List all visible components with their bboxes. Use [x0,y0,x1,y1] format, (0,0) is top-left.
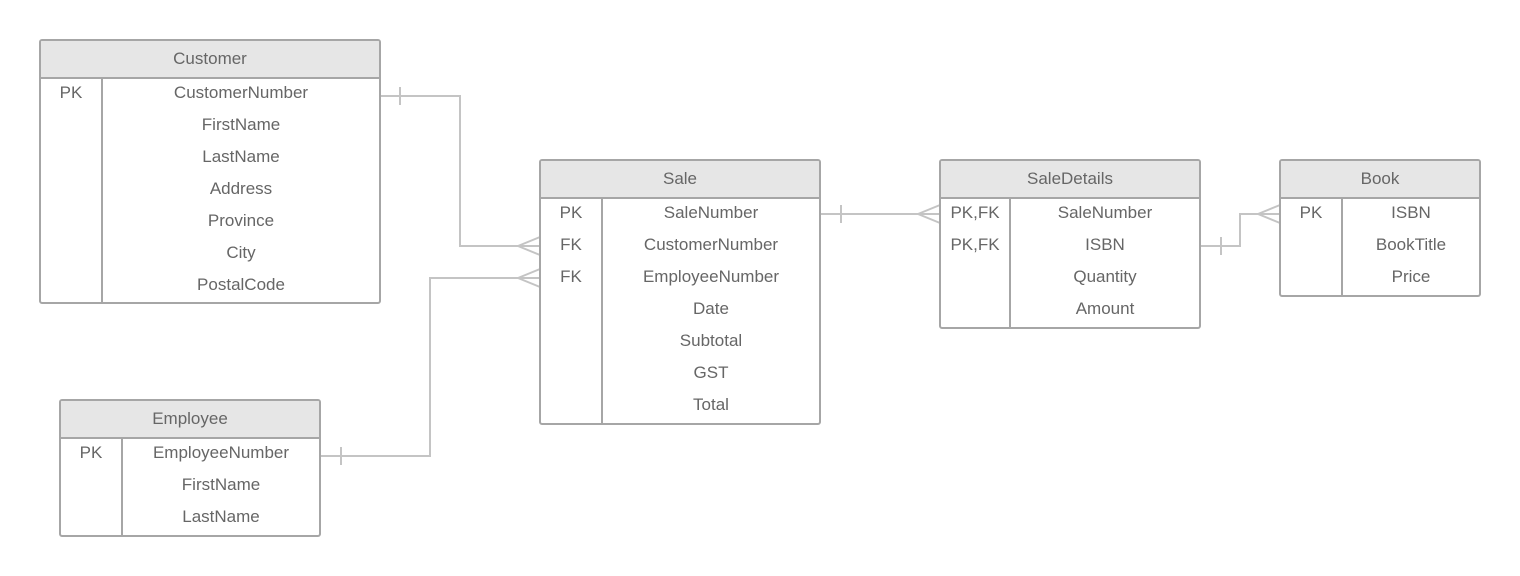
field-name[interactable]: BookTitle [1375,235,1447,254]
crow-foot-top [917,204,941,215]
field-name[interactable]: SaleNumber [663,203,759,222]
entity-title: Customer [41,41,379,79]
field-name[interactable]: LastName [202,147,280,166]
entity-title: SaleDetails [941,161,1199,199]
crow-foot-bottom [917,213,941,224]
field-name[interactable]: EmployeeNumber [642,267,780,286]
key-cell [41,111,101,143]
key-cell [541,391,601,423]
crow-foot-bottom [517,277,541,288]
key-cell: PK,FK [950,235,1000,254]
key-cell [41,175,101,207]
crow-foot-top [517,268,541,279]
field-column: EmployeeNumber FirstName LastName [123,439,319,535]
field-name[interactable]: Price [1391,267,1431,286]
key-cell: PK [79,443,103,462]
connector-saledetails-book[interactable] [1200,204,1281,255]
entity-saledetails[interactable]: SaleDetails PK,FK PK,FK SaleNumber ISBN … [939,159,1201,329]
key-cell: FK [560,235,582,254]
connector-customer-sale[interactable] [380,87,541,256]
key-cell: PK [59,83,83,102]
crow-foot-top [517,236,541,247]
field-name[interactable]: CustomerNumber [643,235,779,254]
field-name[interactable]: LastName [182,507,260,526]
field-name[interactable]: GST [693,363,729,382]
key-cell: PK [559,203,583,222]
key-column: PK [41,79,103,302]
crow-foot-top [1257,204,1281,215]
field-name[interactable]: ISBN [1085,235,1125,254]
field-name[interactable]: Total [693,395,729,414]
field-name[interactable]: Amount [1075,299,1135,318]
key-cell: PK,FK [950,203,1000,222]
field-name[interactable]: Subtotal [679,331,743,350]
field-name[interactable]: City [226,243,256,262]
field-name[interactable]: FirstName [201,115,281,134]
key-cell [941,295,1009,327]
entity-title: Employee [61,401,319,439]
key-cell [1281,263,1341,295]
field-name[interactable]: Province [207,211,275,230]
entity-title: Book [1281,161,1479,199]
key-column: PK,FK PK,FK [941,199,1011,327]
field-name[interactable]: CustomerNumber [173,83,309,102]
field-name[interactable]: Date [693,299,729,318]
field-column: SaleNumber CustomerNumber EmployeeNumber… [603,199,819,423]
key-cell [41,207,101,239]
field-column: SaleNumber ISBN Quantity Amount [1011,199,1199,327]
entity-book[interactable]: Book PK ISBN BookTitle Price [1279,159,1481,297]
entity-title: Sale [541,161,819,199]
entity-employee[interactable]: Employee PK EmployeeNumber FirstName Las… [59,399,321,537]
field-name[interactable]: PostalCode [197,275,285,294]
key-cell [1281,231,1341,263]
field-name[interactable]: Address [209,179,273,198]
key-cell [41,271,101,302]
crow-foot-bottom [517,245,541,256]
field-name[interactable]: EmployeeNumber [152,443,290,462]
field-column: ISBN BookTitle Price [1343,199,1479,295]
key-cell [541,359,601,391]
entity-sale[interactable]: Sale PK FK FK SaleNumber CustomerNumber … [539,159,821,425]
key-column: PK [1281,199,1343,295]
key-cell [61,471,121,503]
key-cell [941,263,1009,295]
field-name[interactable]: SaleNumber [1057,203,1153,222]
field-name[interactable]: FirstName [181,475,261,494]
crow-foot-bottom [1257,213,1281,224]
field-name[interactable]: Quantity [1073,267,1137,286]
key-cell: PK [1299,203,1323,222]
connector-employee-sale[interactable] [320,268,541,465]
key-cell [541,327,601,359]
key-cell [41,239,101,271]
key-cell [61,503,121,535]
entity-customer[interactable]: Customer PK CustomerNumber FirstName Las… [39,39,381,304]
key-cell: FK [560,267,582,286]
connector-sale-saledetails[interactable] [820,204,941,224]
key-cell [41,143,101,175]
key-cell [541,295,601,327]
key-column: PK FK FK [541,199,603,423]
field-name[interactable]: ISBN [1391,203,1431,222]
key-column: PK [61,439,123,535]
field-column: CustomerNumber FirstName LastName Addres… [103,79,379,302]
